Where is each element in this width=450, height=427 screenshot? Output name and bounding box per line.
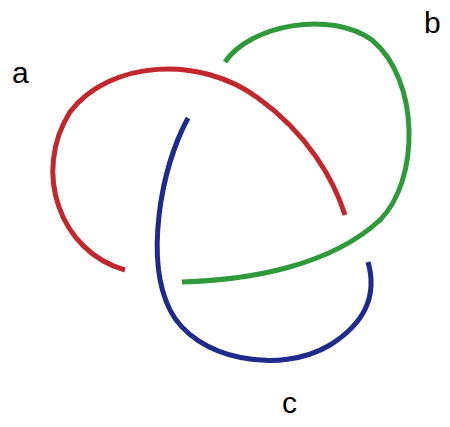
knot-arc-green [182, 24, 409, 282]
strand-label: b [424, 8, 441, 38]
strand-label: c [282, 388, 297, 418]
knot-arc-red [53, 69, 345, 270]
knot-arc-blue [157, 118, 371, 360]
strand-label: a [12, 58, 29, 88]
